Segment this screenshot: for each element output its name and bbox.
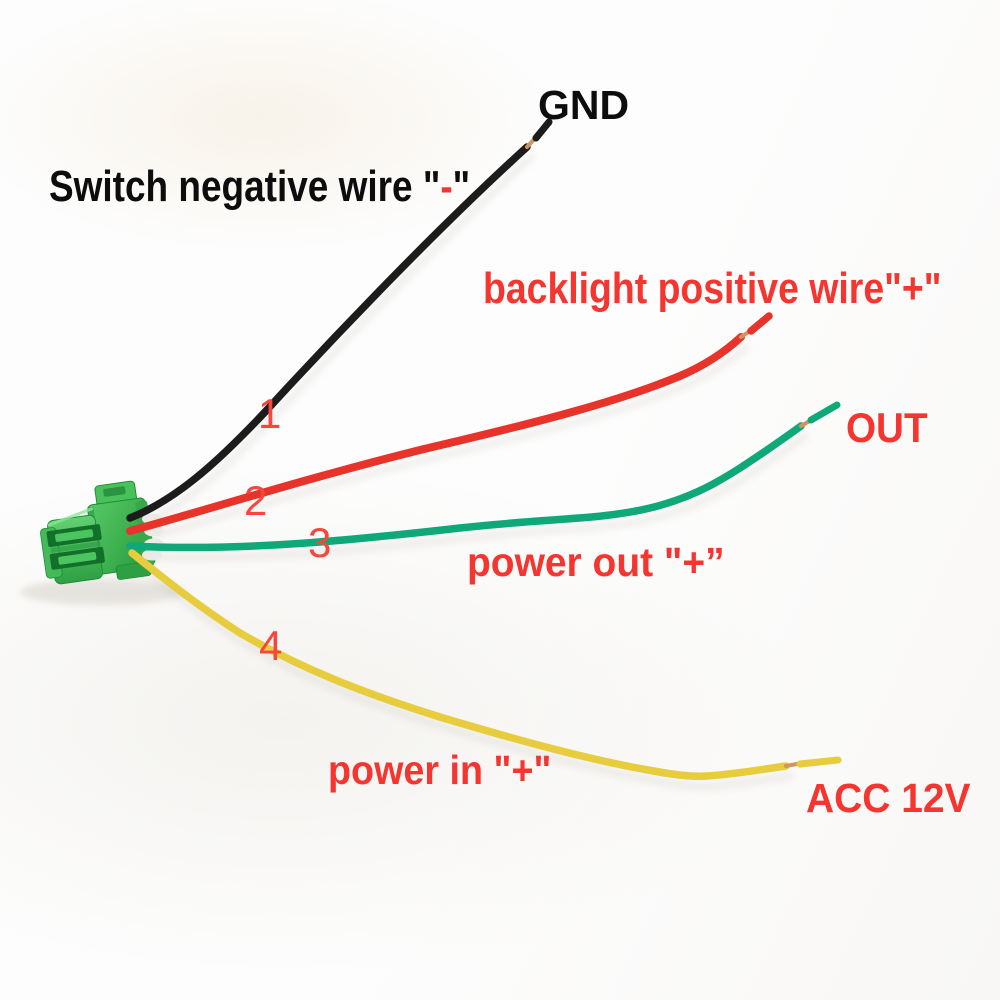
label-out: OUT: [846, 404, 928, 451]
connector-mid-ridge: [50, 540, 101, 553]
label-switch-negative-sign: -: [440, 162, 453, 211]
wire-number-2: 2: [244, 477, 268, 524]
wire-green: [126, 422, 805, 552]
label-acc-12v: ACC 12V: [806, 775, 971, 821]
wire-number-3: 3: [308, 519, 332, 566]
connector-highlight: [47, 507, 94, 527]
wire-black: [126, 143, 531, 522]
label-power-in: power in "+": [328, 747, 552, 793]
wire-number-4: 4: [259, 622, 283, 669]
label-switch-negative-prefix: Switch negative wire ": [49, 162, 441, 211]
wire-red-tip: [747, 312, 773, 335]
label-switch-negative-suffix: ": [452, 162, 471, 211]
label-power-out: power out "+”: [467, 539, 725, 585]
wire-yellow: [128, 549, 790, 780]
wire-black-tip: [532, 118, 553, 142]
connector-shadow: [20, 579, 184, 605]
connector-slot-upper-tab: [55, 529, 94, 542]
label-gnd: GND: [538, 82, 630, 128]
wire-red: [126, 333, 745, 535]
wire-shadows: [130, 153, 809, 791]
wire-number-1: 1: [258, 390, 282, 437]
wire-green-tip: [807, 401, 841, 424]
connector-slot-lower-tab: [58, 551, 97, 565]
connector: [40, 480, 156, 585]
label-switch-negative: Switch negative wire "-": [49, 165, 470, 209]
label-backlight-positive: backlight positive wire"+": [483, 264, 942, 313]
wire-yellow-tip: [796, 756, 842, 768]
connector-top-latch-notch: [103, 486, 126, 497]
